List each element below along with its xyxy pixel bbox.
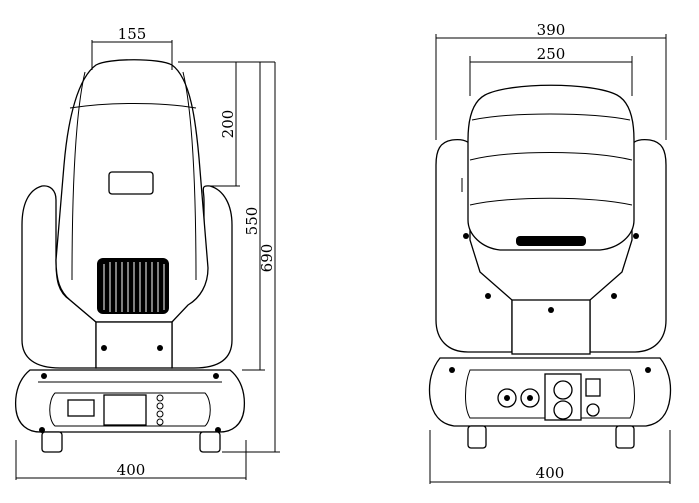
back-view [428, 84, 672, 449]
front-base-lcd [103, 394, 147, 426]
front-neck [95, 321, 173, 369]
front-head-inner-line [69, 103, 197, 109]
front-vent-grill [97, 258, 169, 314]
back-power-in [553, 380, 573, 400]
back-fuse-holder [586, 403, 600, 417]
back-power-switch [585, 378, 601, 397]
back-head-lens-slot [516, 236, 586, 246]
front-foot-left [41, 431, 63, 453]
dim-front-top-width: 155 [118, 25, 147, 43]
dim-front-total-height: 690 [258, 244, 276, 273]
front-base-screen-small [67, 399, 95, 417]
dim-front-body-height: 550 [243, 207, 261, 236]
back-foot-left [467, 425, 487, 449]
front-view [14, 59, 246, 453]
back-dimension-lines [429, 34, 671, 484]
dim-front-base-width: 400 [117, 461, 146, 479]
dim-back-base-width: 400 [536, 464, 565, 482]
back-power-out [553, 400, 573, 420]
front-dimension-lines [15, 40, 280, 480]
front-foot-right [199, 431, 221, 453]
back-right-yoke-arm [589, 139, 667, 353]
back-left-yoke-arm [435, 139, 513, 353]
front-head-display-window [108, 171, 154, 195]
front-head-side-line-right [182, 71, 197, 281]
dim-back-head-width: 250 [537, 45, 566, 63]
back-foot-right [615, 425, 635, 449]
front-head-side-line-left [71, 71, 86, 281]
back-head [467, 84, 635, 251]
dim-front-upper-height: 200 [219, 110, 237, 139]
dim-back-outer-width: 390 [537, 21, 566, 39]
